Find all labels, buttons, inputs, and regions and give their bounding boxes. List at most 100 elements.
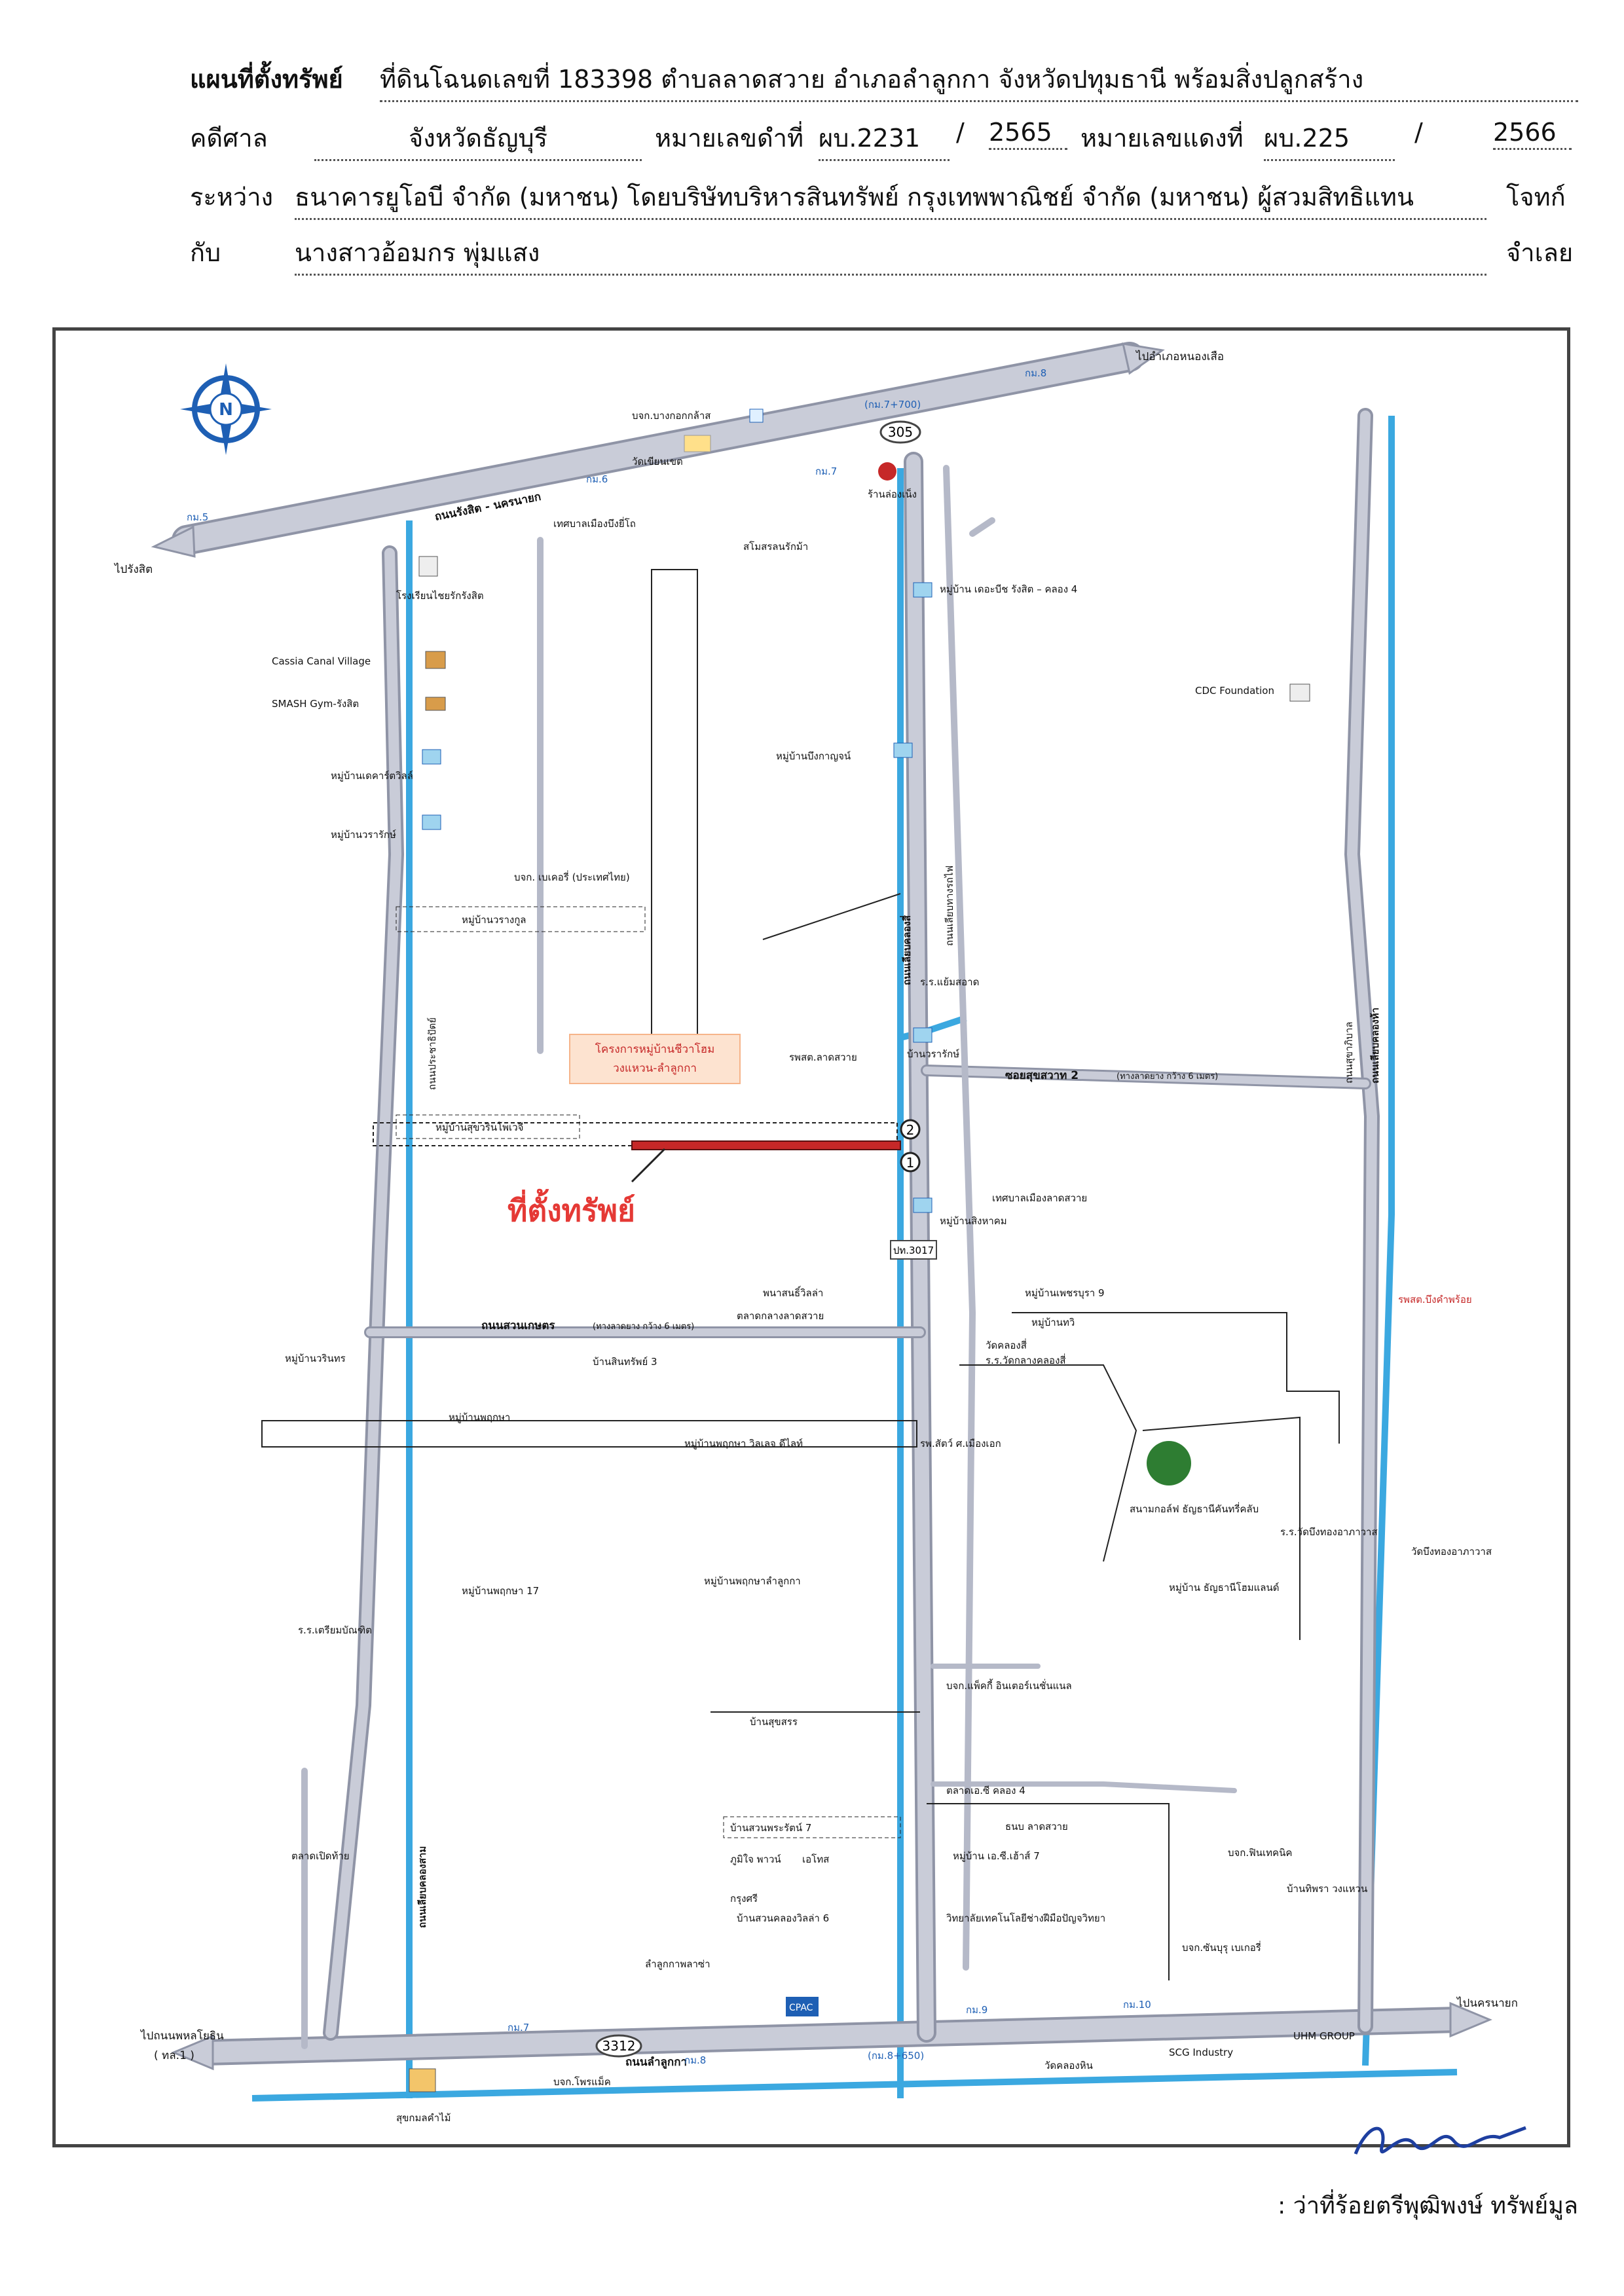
place-label-21: พนาสนธิ์วิลล่า [763,1286,823,1299]
label-km-10: กม.10 [1123,1999,1151,2011]
with-label: กับ [190,238,221,267]
place-label-15: ร.ร.แย้มสอาด [920,976,979,988]
route-3312-label: 3312 [602,2038,636,2054]
route-305-label: 305 [888,424,913,440]
court-value: จังหวัดธัญบุรี [314,118,642,161]
label-km-6: กม.6 [586,473,608,485]
place-label-28: หมู่บ้านวรินทร [285,1353,346,1364]
label-km-8-650: (กม.8+650) [868,2050,924,2062]
place-24: หมู่บ้านทวิ [1031,1317,1075,1328]
label-km-7b: กม.7 [507,2022,529,2033]
label-km-8b: กม.8 [684,2054,706,2066]
place-9: CDC Foundation [1195,683,1310,702]
place-label-8: SMASH Gym-รังสิต [272,698,359,710]
place-6: โรงเรียนไชยรักรังสิต [396,556,484,602]
place-55: ลำลูกกาพลาซ่า [645,1958,710,1970]
label-km-8: กม.8 [1025,367,1046,379]
title-label: แผนที่ตั้งทรัพย์ [190,65,343,94]
place-5: หมู่บ้าน เดอะบีช รังสิต – คลอง 4 [913,582,1077,598]
label-soi-suk-sawat-2-note: (ทางลาดยาง กว้าง 6 เมตร) [1116,1072,1218,1082]
place-39: ร.ร.เตรียมบัณฑิต [298,1624,372,1636]
road-lam-luk-ka [196,2009,1467,2063]
place-20: หมู่บ้านสิงหาคม [913,1197,1007,1227]
map-canvas: 2 1 305 3312 ปท.3017 N ถนนรังสิต - นครนา… [113,342,1518,2124]
label-suan-kaset-note: (ทางลาดยาง กว้าง 6 เมตร) [593,1322,694,1332]
place-label-5: หมู่บ้าน เดอะบีช รังสิต – คลอง 4 [940,583,1077,595]
project-label-1: โครงการหมู่บ้านชีวาโฮม [595,1042,715,1056]
place-label-40: บจก.แพ็คกี้ อินเตอร์เนชั่นแนล [946,1679,1072,1692]
label-road-side-4: ถนนเลียบทางรถไฟ [944,866,955,946]
project-label-2: วงแหวน-ลำลูกกา [613,1062,697,1075]
place-10: หมู่บ้านบึงกาญจน์ [776,742,913,762]
place-3: สโมสรลนรักม้า [743,541,808,553]
black-no-sep: / [956,118,965,147]
road-east [1346,410,1378,2032]
place-label-11: หมู่บ้านเดคาร์ตวิลล์ [331,770,413,782]
place-label-56: CPAC [789,2003,813,2013]
place-label-19: เทศบาลเมืองลาดสวาย [992,1192,1087,1204]
place-13: บจก. เบเคอรี่ (ประเทศไทย) [514,870,630,883]
red-no-b: 2566 [1493,118,1572,150]
defendant-label: จำเลย [1506,238,1574,267]
label-road-side-5: ถนนสุขาภิบาล [1343,1022,1356,1084]
place-markers: บจก.บางกอกกล้าส วัดเขียนเขต ร้านล่องเน็ง… [272,409,1492,2124]
place-44: ธนบ ลาดสวาย [1005,1821,1068,1832]
place-label-61: สุขกมลคำไม้ [396,2112,451,2124]
property-label: ที่ตั้งทรัพย์ [507,1188,635,1228]
plaintiff-label: โจทก์ [1506,183,1566,211]
place-38: หมู่บ้าน ธัญธานีโฮมแลนด์ [1169,1582,1279,1594]
place-label-23: หมู่บ้านเพชรบุรา 9 [1025,1287,1105,1300]
canal-south [251,2069,1458,2102]
place-label-4: เทศบาลเมืองบึงยี่โถ [553,517,636,530]
black-no-label: หมายเลขดำที่ [655,124,804,153]
place-label-26: ร.ร.วัดกลางคลองสี่ [986,1353,1066,1366]
place-label-31: หมู่บ้านพฤกษา วิลเลจ ดีไลท์ [684,1438,803,1449]
place-54: บจก.ซันบุรุ เบเกอรี่ [1182,1941,1261,1954]
with-value: นางสาวอ้อมกร พุ่มแสง [295,232,1486,276]
place-label-51: วิทยาลัยเทคโนโลยีช่างฝีมือปัญจวิทยา [946,1912,1105,1924]
place-label-36: หมู่บ้านพฤกษา 17 [462,1585,539,1597]
place-57: วัดคลองหิน [1044,2060,1093,2071]
place-label-2: ร้านล่องเน็ง [868,488,917,500]
place-11: หมู่บ้านเดคาร์ตวิลล์ [331,749,441,782]
place-45: หมู่บ้าน เอ.ซี.เฮ้าส์ 7 [953,1850,1040,1862]
arrow-to-nakhon-nayok [1449,2001,1492,2038]
signature-icon [1354,2126,1526,2155]
marker-1-label: 1 [906,1155,915,1171]
place-36: หมู่บ้านพฤกษา 17 [462,1585,539,1597]
place-label-10: หมู่บ้านบึงกาญจน์ [776,750,851,762]
place-17: บ้านวรารักษ์ [907,1027,959,1060]
place-label-41: บ้านสุขสรร [750,1716,798,1728]
place-label-34: ร.ร.วัดบึงทองอาภาวาส [1280,1526,1378,1538]
place-label-7: Cassia Canal Village [272,655,371,667]
place-25: วัดคลองสี่ [986,1338,1027,1351]
place-34: ร.ร.วัดบึงทองอาภาวาส [1280,1526,1378,1538]
place-label-18: หมู่บ้านสุขวรินโพเวจี [435,1121,523,1134]
place-41: บ้านสุขสรร [750,1716,798,1728]
place-26: ร.ร.วัดกลางคลองสี่ [986,1353,1066,1366]
place-40: บจก.แพ็คกี้ อินเตอร์เนชั่นแนล [946,1679,1072,1692]
label-to-phahon-1: ไปถนนพหลโยธิน [139,2029,224,2043]
place-label-13: บจก. เบเคอรี่ (ประเทศไทย) [514,870,630,883]
between-label: ระหว่าง [190,183,274,211]
place-53: บ้านทิพรา วงแหวน [1287,1883,1367,1895]
place-label-1: วัดเขียนเขต [632,456,683,467]
between-value: ธนาคารยูโอบี จำกัด (มหาชน) โดยบริษัทบริห… [295,177,1486,220]
project-label-box [569,1034,741,1084]
label-road-side-1: ถนนเลียบคลองสี่ [900,915,913,985]
place-51: วิทยาลัยเทคโนโลยีช่างฝีมือปัญจวิทยา [946,1912,1105,1924]
black-no-b: 2565 [989,118,1067,150]
route-3017-shield: ปท.3017 [890,1240,937,1260]
place-label-42: ตลาดเอ.ซี คลอง 4 [946,1785,1025,1796]
label-to-rangsit: ไปรังสิต [113,562,153,576]
place-label-38: หมู่บ้าน ธัญธานีโฮมแลนด์ [1169,1582,1279,1594]
label-lam-luk-ka: ถนนลำลูกกา [625,2056,687,2069]
place-label-49: กรุงศรี [730,1893,758,1905]
place-label-32: รพ.สัตว์ ศ.เมืองเอก [920,1438,1001,1449]
red-no-a: ผบ.225 [1264,118,1395,161]
place-1: วัดเขียนเขต [632,435,711,467]
place-49: กรุงศรี [730,1893,758,1905]
place-label-29: บ้านสินทรัพย์ 3 [593,1356,657,1368]
compass-icon: N [180,363,272,455]
place-15: ร.ร.แย้มสอาด [920,976,979,988]
